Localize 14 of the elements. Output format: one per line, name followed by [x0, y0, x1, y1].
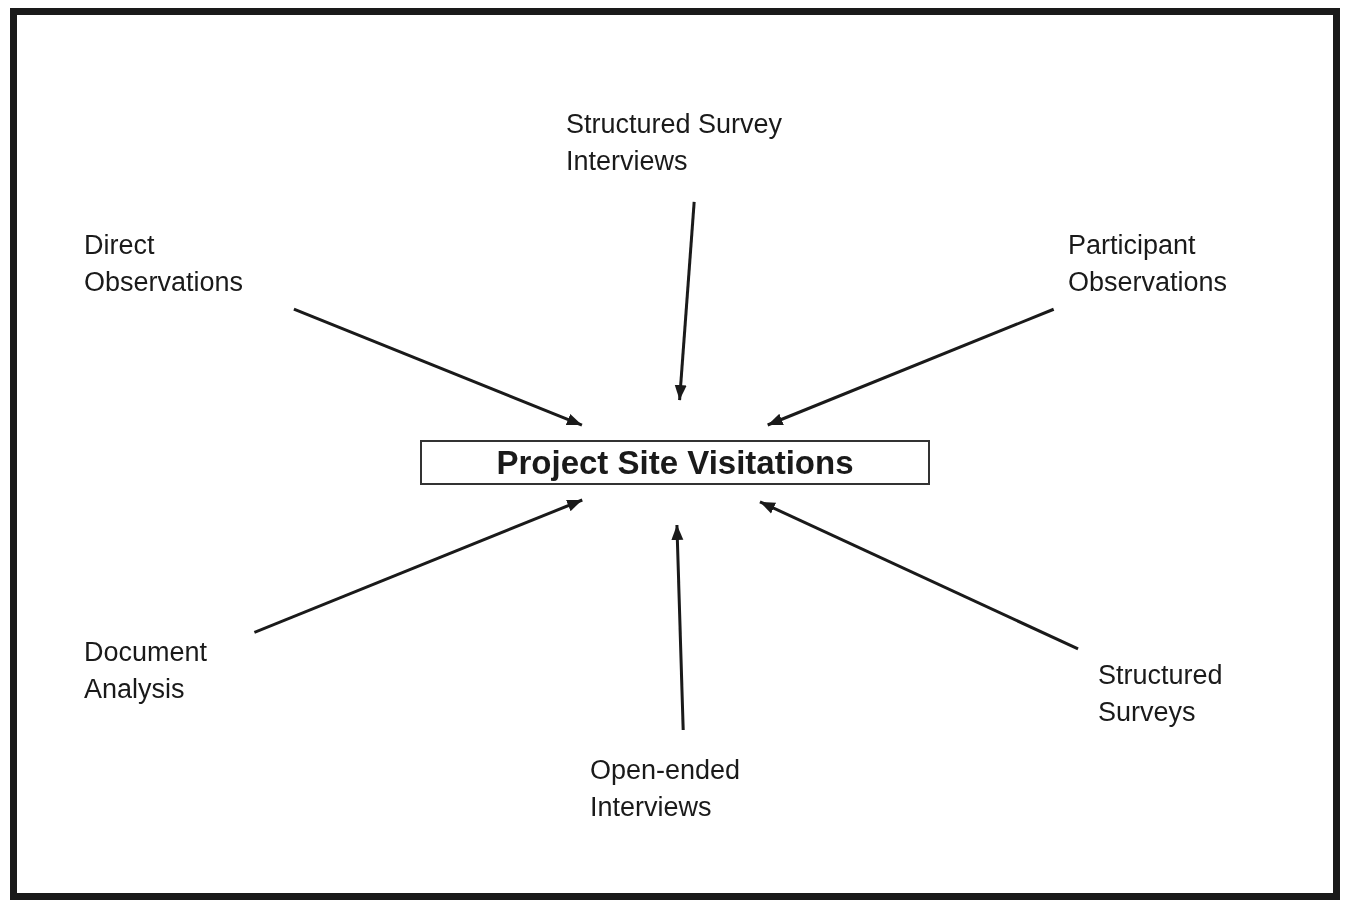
arrow: [767, 307, 1055, 427]
source-label: Participant Observations: [1068, 229, 1229, 299]
source-label: Structured Surveys: [1098, 659, 1224, 729]
source-label: Document Analysis: [84, 636, 209, 706]
box-label: Project Site Visitations: [496, 446, 854, 479]
arrow: [671, 524, 685, 731]
arrow: [253, 498, 583, 634]
source-label: Direct Observations: [84, 229, 245, 299]
source-label: Structured Survey Interviews: [566, 108, 784, 178]
arrow: [293, 307, 583, 427]
source-label: Open-ended Interviews: [590, 754, 742, 824]
arrow: [674, 201, 696, 401]
process-box: [420, 440, 930, 485]
arrow: [759, 500, 1079, 651]
